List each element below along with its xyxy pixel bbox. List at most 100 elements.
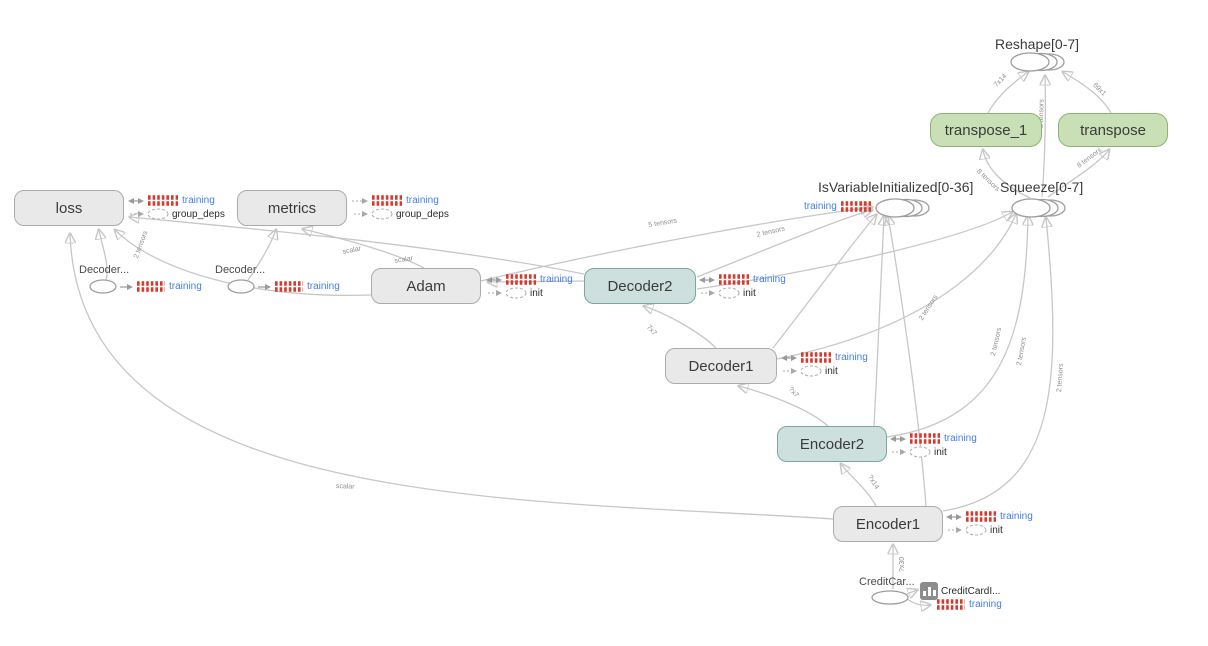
dashed-ellipse-icon	[718, 287, 740, 299]
edge	[841, 464, 877, 507]
node-decoder1[interactable]: Decoder1	[665, 348, 777, 384]
edge	[873, 216, 884, 427]
annotation-encoder1-training[interactable]: training	[946, 510, 1033, 523]
small-node-label-creditcard: CreditCar...	[859, 576, 915, 588]
dashed-ellipse-icon	[371, 208, 393, 220]
annotation-isvariableinitialized-training[interactable]: training	[804, 200, 872, 213]
group-deps-label: group_deps	[172, 208, 225, 220]
dashed-arrow-icon	[701, 290, 715, 296]
training-label: training	[307, 281, 340, 292]
dashed-ellipse-icon	[147, 208, 169, 220]
annotation-encoder2-training[interactable]: training	[890, 432, 977, 445]
double-arrow-icon	[699, 276, 715, 283]
training-ghost-icon	[275, 281, 303, 292]
edge	[983, 150, 1031, 199]
init-label: init	[743, 287, 756, 299]
annotation-decoder-a-training[interactable]: training	[120, 280, 202, 293]
annotation-adam-training[interactable]: training	[486, 273, 573, 286]
annotation-creditcard-training[interactable]: training	[936, 598, 1002, 611]
node-transpose[interactable]: transpose	[1058, 113, 1168, 147]
training-label: training	[169, 281, 202, 292]
node-loss[interactable]: loss	[14, 190, 124, 226]
edge	[772, 215, 876, 349]
training-label: training	[804, 201, 837, 212]
image-summary-icon[interactable]	[920, 582, 938, 600]
annotation-decoder2-training[interactable]: training	[699, 273, 786, 286]
node-transpose-1[interactable]: transpose_1	[930, 113, 1042, 147]
dashed-arrow-icon	[892, 449, 906, 455]
series-icon-squeeze[interactable]	[1010, 197, 1068, 220]
annotation-decoder-b-training[interactable]: training	[258, 280, 340, 293]
node-label: Adam	[406, 277, 446, 295]
node-encoder2[interactable]: Encoder2	[777, 426, 887, 462]
training-label: training	[406, 195, 439, 206]
annotation-encoder1-init[interactable]: init	[948, 524, 1003, 536]
edge	[303, 229, 425, 269]
node-label: Encoder2	[799, 435, 865, 453]
init-label: init	[825, 365, 838, 377]
group-deps-label: group_deps	[396, 208, 449, 220]
edge	[1047, 150, 1109, 198]
init-label: init	[934, 446, 947, 458]
training-ghost-icon	[910, 433, 940, 444]
init-label: init	[530, 287, 543, 299]
node-decoder2[interactable]: Decoder2	[584, 268, 696, 304]
double-arrow-icon	[781, 354, 797, 361]
annotation-loss-training[interactable]: training	[128, 194, 215, 207]
edge	[776, 214, 1016, 360]
annotation-encoder2-init[interactable]: init	[892, 446, 947, 458]
dashed-arrow-icon	[948, 527, 962, 533]
training-label: training	[540, 274, 573, 285]
training-label: training	[944, 433, 977, 444]
annotation-adam-init[interactable]: init	[488, 287, 543, 299]
training-ghost-icon	[506, 274, 536, 285]
series-icon-isvariableinitialized[interactable]	[874, 197, 932, 220]
edge	[644, 306, 717, 349]
annotation-decoder1-init[interactable]: init	[783, 365, 838, 377]
init-label: init	[990, 524, 1003, 536]
edge	[115, 230, 372, 297]
small-node-decoder-b[interactable]	[227, 279, 255, 294]
series-label-isvariableinitialized: IsVariableInitialized[0-36]	[818, 179, 974, 195]
edge	[906, 598, 930, 605]
node-label: Encoder1	[855, 515, 921, 533]
annotation-decoder1-training[interactable]: training	[781, 351, 868, 364]
small-node-label-decoder-a: Decoder...	[79, 264, 130, 276]
small-node-decoder-a[interactable]	[89, 279, 117, 294]
node-label: transpose_1	[944, 121, 1028, 139]
training-ghost-icon	[719, 274, 749, 285]
edge	[888, 216, 927, 507]
node-adam[interactable]: Adam	[371, 268, 481, 304]
training-ghost-icon	[966, 511, 996, 522]
edge	[739, 386, 829, 427]
edge	[696, 212, 1012, 290]
annotation-loss-group-deps[interactable]: group_deps	[130, 208, 225, 220]
training-ghost-icon	[137, 281, 165, 292]
training-label: training	[182, 195, 215, 206]
edge	[1063, 72, 1112, 114]
annotation-decoder2-init[interactable]: init	[701, 287, 756, 299]
edge	[696, 210, 872, 278]
arrow-right-icon	[258, 283, 271, 290]
double-arrow-icon	[946, 513, 962, 520]
edge	[247, 230, 276, 281]
annotation-metrics-group-deps[interactable]: group_deps	[354, 208, 449, 220]
node-label: Decoder2	[607, 277, 673, 295]
dashed-arrow-icon	[130, 211, 144, 217]
edge	[907, 590, 917, 594]
training-ghost-icon	[840, 201, 871, 212]
annotation-metrics-training[interactable]: training	[352, 194, 439, 207]
edge	[130, 217, 585, 275]
small-node-creditcard[interactable]	[871, 590, 909, 605]
training-ghost-icon	[372, 195, 402, 206]
dashed-arrow-icon	[352, 197, 368, 204]
edge	[942, 218, 1054, 512]
node-encoder1[interactable]: Encoder1	[833, 506, 943, 542]
dashed-arrow-icon	[488, 290, 502, 296]
edge	[480, 208, 870, 282]
double-arrow-icon	[890, 435, 906, 442]
series-icon-reshape[interactable]	[1009, 51, 1067, 74]
dashed-arrow-icon	[783, 368, 797, 374]
node-metrics[interactable]: metrics	[237, 190, 347, 226]
